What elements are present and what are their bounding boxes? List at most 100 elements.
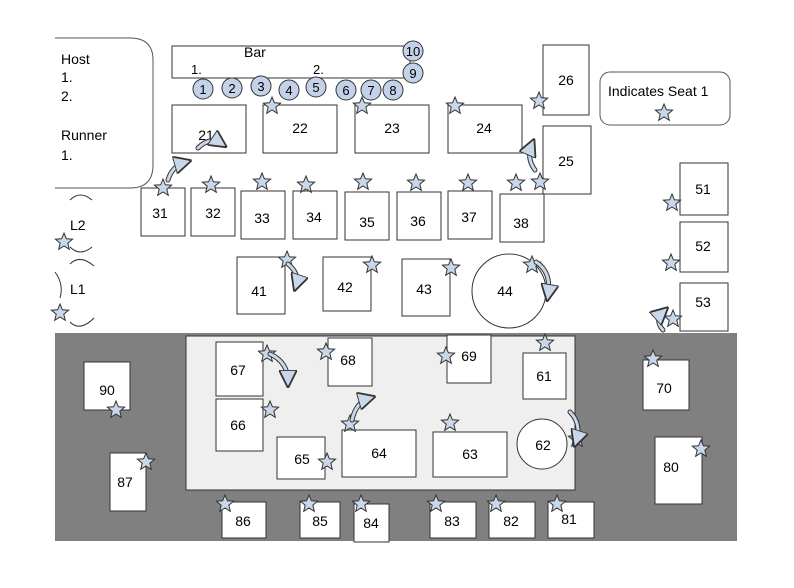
table-label-68: 68 [340,352,356,368]
seat-one-star-icon [54,231,74,251]
bar-stool-10: 10 [402,40,424,62]
table-25[interactable]: 25 [542,125,592,195]
table-label-36: 36 [410,213,426,229]
seat-one-star-icon [530,171,550,191]
table-label-24: 24 [476,120,492,136]
table-42[interactable]: 42 [322,256,372,312]
table-label-37: 37 [461,209,477,225]
seat-one-star-icon [458,172,478,192]
table-63[interactable]: 63 [432,431,508,478]
bar-stool-7: 7 [360,79,382,101]
bar-stool-label: 5 [312,80,319,95]
seat-one-star-icon [201,174,221,194]
seat-direction-arrows [165,141,664,442]
bar-stool-label: 3 [257,79,264,94]
table-label-33: 33 [254,210,270,226]
table-84[interactable]: 84 [353,503,390,543]
host-line-0: Host [61,51,90,67]
legend: Indicates Seat 1 [599,71,731,126]
table-label-61: 61 [536,368,552,384]
seat-one-star-icon [506,172,526,192]
seat-one-star-icon [296,174,316,194]
table-38[interactable]: 38 [499,193,545,243]
table-65[interactable]: 65 [276,436,326,480]
seat-one-star-icon [136,451,156,471]
table-62[interactable]: 62 [516,418,568,470]
seat-one-star-icon [486,493,506,513]
seat-one-star-icon [257,343,277,363]
table-90[interactable]: 90 [83,361,131,411]
table-35[interactable]: 35 [344,191,390,241]
table-85[interactable]: 85 [299,501,341,539]
bar-stool-1: 1 [192,78,214,100]
seat-one-star-icon [362,254,382,274]
table-52[interactable]: 52 [679,221,729,273]
seat-one-star-icon [50,302,70,322]
table-label-67: 67 [230,362,246,378]
seat-one-star-icon [153,177,173,197]
table-34[interactable]: 34 [292,190,338,240]
table-53[interactable]: 53 [679,282,729,332]
table-label-22: 22 [292,120,308,136]
runner-line-1: 1. [61,147,73,163]
table-68[interactable]: 68 [327,337,373,387]
curved-arrow-icon [196,141,222,150]
seat-one-star-icon [340,413,360,433]
seat-one-star-icon [529,90,549,110]
seat-one-star-icon [252,171,272,191]
table-32[interactable]: 32 [190,187,236,237]
table-label-80: 80 [663,459,679,475]
table-41[interactable]: 41 [236,256,286,315]
table-43[interactable]: 43 [401,258,451,317]
seat-one-star-icon [440,412,460,432]
table-31[interactable]: 31 [140,187,186,237]
table-label-34: 34 [306,209,322,225]
table-33[interactable]: 33 [240,190,286,240]
table-61[interactable]: 61 [522,352,567,400]
bar-label: Bar [244,44,266,60]
table-44[interactable]: 44 [471,253,547,329]
table-label-25: 25 [558,153,574,169]
table-67[interactable]: 67 [215,341,264,397]
table-label-23: 23 [384,120,400,136]
curved-arrow-icon [286,262,297,286]
table-64[interactable]: 64 [341,429,417,478]
runner-line-0: Runner [61,127,107,143]
bar-stool-label: 7 [367,83,374,98]
curved-arrow-icon [534,260,549,296]
bar-stool-label: 4 [285,83,292,98]
table-label-82: 82 [503,513,519,529]
table-51[interactable]: 51 [679,162,729,216]
bar-stool-2: 2 [221,77,243,99]
host-line-2: 2. [61,88,73,104]
seat-one-star-icon [691,438,711,458]
table-label-64: 64 [371,445,387,461]
table-87[interactable]: 87 [109,452,147,512]
table-label-51: 51 [695,181,711,197]
seat-one-star-icon [106,399,126,419]
table-26[interactable]: 26 [542,44,590,116]
seat-one-star-icon [654,102,674,122]
table-37[interactable]: 37 [447,190,493,240]
table-70[interactable]: 70 [642,359,690,411]
table-66[interactable]: 66 [215,398,264,452]
table-22[interactable]: 22 [262,104,338,154]
bar-stool-label: 8 [389,83,396,98]
table-label-83: 83 [444,513,460,529]
table-label-63: 63 [462,446,478,462]
curved-arrow-icon [166,162,186,182]
seat-one-star-icon [547,493,567,513]
table-label-66: 66 [230,417,246,433]
seat-one-star-icon [663,308,683,328]
table-21[interactable]: 21 [171,104,247,154]
bar-stool-4: 4 [278,79,300,101]
seat-one-star-icon [260,399,280,419]
seat-one-star-icon [351,493,371,513]
table-label-35: 35 [359,214,375,230]
seat-one-star-icon [406,172,426,192]
table-36[interactable]: 36 [396,191,442,241]
table-label-81: 81 [561,511,577,527]
table-label-41: 41 [251,283,267,299]
table-69[interactable]: 69 [446,334,492,384]
